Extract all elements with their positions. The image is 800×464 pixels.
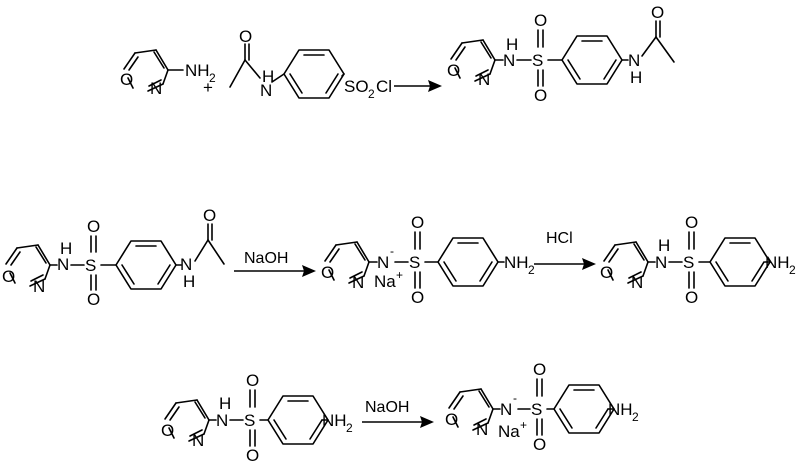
atom-o-label: O	[533, 360, 546, 379]
atom-n-label: N	[192, 431, 204, 450]
sulfamethoxazole-product: O N N H S O O NH 2	[600, 213, 796, 307]
atom-o-label: O	[87, 290, 100, 309]
negative-charge: -	[390, 244, 394, 258]
atom-o-label: O	[321, 263, 334, 282]
atom-s-label: S	[532, 51, 543, 70]
reagent-naoh: NaOH	[244, 250, 288, 267]
atom-h-label: H	[630, 68, 642, 87]
atom-o-label: O	[447, 61, 460, 80]
atom-o-label: O	[534, 86, 547, 105]
sodium-salt-intermediate: O N N - Na + S O O NH 2	[321, 213, 535, 307]
row-3: O N N H S O O NH 2 NaOH	[161, 360, 639, 464]
atom-n-label: N	[260, 81, 272, 100]
atom-h-label: H	[262, 67, 274, 86]
atom-n-label: N	[33, 277, 45, 296]
atom-o-label: O	[411, 213, 424, 232]
sulfonyl-chloride-label: SO	[344, 77, 369, 96]
atom-subscript: 2	[209, 71, 216, 85]
positive-charge: +	[520, 418, 527, 432]
sodium-label: Na	[498, 422, 520, 441]
atom-nh2-label: NH	[765, 253, 790, 272]
atom-cl-label: Cl	[376, 77, 392, 96]
atom-nh2-label: NH	[504, 253, 529, 272]
atom-n-label: N	[631, 273, 643, 292]
atom-h-label: H	[219, 394, 231, 413]
atom-o-label: O	[445, 410, 458, 429]
atom-n-label: N	[57, 255, 69, 274]
hcl-arrow: HCl	[534, 230, 596, 270]
atom-h-label: H	[658, 236, 670, 255]
atom-o-label: O	[533, 435, 546, 454]
atom-o-label: O	[411, 288, 424, 307]
atom-n-label: N	[216, 411, 228, 430]
atom-n-label: N	[150, 79, 162, 98]
atom-subscript: 2	[789, 263, 796, 277]
atom-s-label: S	[409, 253, 420, 272]
atom-o-label: O	[203, 206, 216, 225]
atom-n-label: N	[377, 253, 389, 272]
acetyl-sulfonamide-product: O N N H S O O N H O	[447, 3, 675, 105]
atom-n-label: N	[500, 400, 512, 419]
reagent-naoh: NaOH	[365, 399, 409, 416]
atom-o-label: O	[651, 3, 664, 22]
atom-nh2-label: NH	[185, 61, 210, 80]
atom-n-label: N	[180, 255, 192, 274]
sulfamethoxazole-reactant: O N N H S O O NH 2	[161, 371, 353, 464]
negative-charge: -	[513, 391, 517, 405]
plus-sign: +	[203, 78, 213, 97]
atom-o-label: O	[685, 288, 698, 307]
atom-n-label: N	[628, 51, 640, 70]
atom-n-label: N	[352, 273, 364, 292]
atom-n-label: N	[478, 70, 490, 89]
atom-o-label: O	[685, 213, 698, 232]
atom-subscript: 2	[346, 421, 353, 435]
atom-o-label: O	[246, 446, 259, 464]
atom-o-label: O	[239, 27, 252, 46]
atom-o-label: O	[161, 421, 174, 440]
atom-o-label: O	[246, 371, 259, 390]
atom-s-label: S	[244, 411, 255, 430]
atom-h-label: H	[506, 35, 518, 54]
atom-nh2-label: NH	[322, 411, 347, 430]
row-2: O N N H S O O N H O NaOH	[2, 206, 796, 309]
reaction-arrow	[394, 80, 442, 92]
atom-subscript: 2	[632, 410, 639, 424]
atom-o-label: O	[534, 11, 547, 30]
atom-h-label: H	[183, 272, 195, 291]
acetamidobenzenesulfonyl-chloride: O N H SO 2 Cl	[229, 27, 392, 101]
atom-o-label: O	[87, 217, 100, 236]
atom-h-label: H	[60, 239, 72, 258]
reagent-hcl: HCl	[546, 230, 573, 247]
atom-n-label: N	[655, 253, 667, 272]
atom-nh2-label: NH	[608, 400, 633, 419]
naoh-arrow: NaOH	[362, 399, 434, 428]
atom-n-label: N	[503, 51, 515, 70]
atom-subscript: 2	[528, 263, 535, 277]
positive-charge: +	[396, 268, 403, 282]
atom-o-label: O	[2, 267, 15, 286]
sodium-label: Na	[374, 272, 396, 291]
sodium-salt-product: O N N - Na + S O O NH 2	[445, 360, 639, 454]
aminoisoxazole: NH 2 O N	[120, 49, 216, 98]
naoh-arrow: NaOH	[234, 250, 316, 277]
acetyl-sulfonamide-reactant: O N N H S O O N H O	[2, 206, 225, 309]
atom-o-label: O	[600, 263, 613, 282]
atom-n-label: N	[476, 420, 488, 439]
atom-subscript: 2	[368, 87, 375, 101]
row-1: NH 2 O N + O N H SO 2 Cl	[120, 3, 675, 105]
atom-o-label: O	[120, 70, 133, 89]
atom-s-label: S	[85, 256, 96, 275]
atom-s-label: S	[683, 253, 694, 272]
atom-s-label: S	[531, 400, 542, 419]
